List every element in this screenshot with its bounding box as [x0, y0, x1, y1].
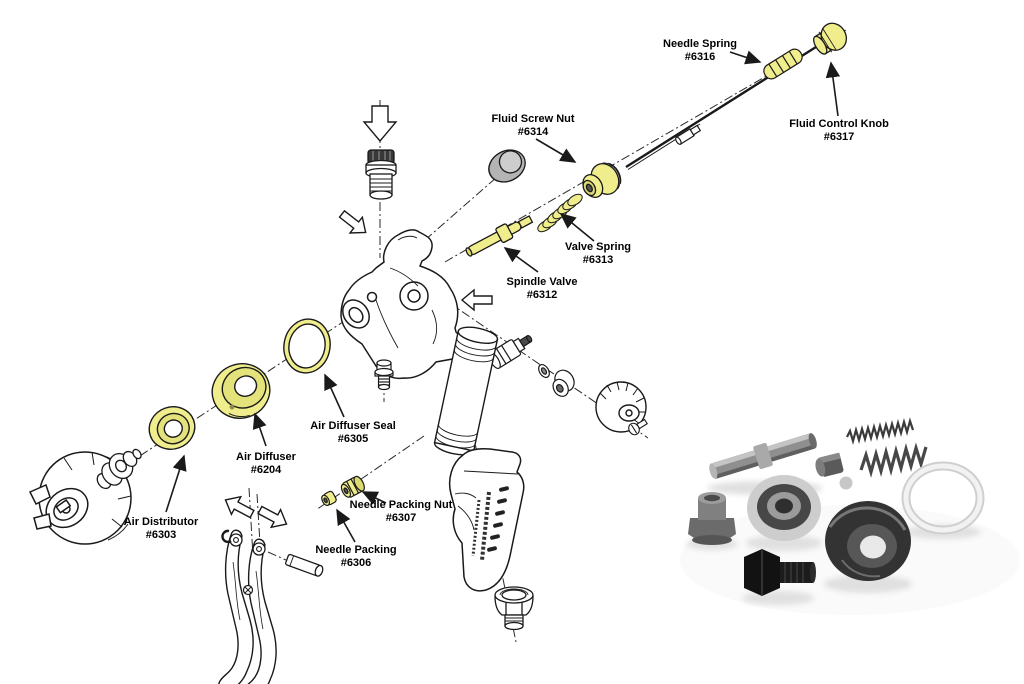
handle-grip	[448, 448, 525, 592]
part-number: #6317	[823, 131, 855, 144]
part-number: #6316	[684, 51, 716, 64]
label-air-distributor: Air Distributor #6303	[124, 516, 199, 542]
cup-adapter	[494, 586, 534, 631]
part-name: Valve Spring	[564, 241, 632, 253]
direction-arrows	[224, 105, 493, 529]
small-spring-photo	[846, 417, 915, 445]
label-air-diffuser: Air Diffuser #6204	[236, 451, 296, 477]
label-fluid-control-knob: Fluid Control Knob #6317	[789, 118, 889, 144]
label-needle-spring: Needle Spring #6316	[663, 38, 737, 64]
part-number: #6313	[582, 254, 614, 267]
needle-spring-part	[763, 48, 803, 80]
body-bottom-fitting	[374, 359, 394, 391]
label-needle-packing-nut: Needle Packing Nut #6307	[350, 499, 453, 525]
part-name: Needle Packing Nut	[349, 499, 453, 511]
part-name: Fluid Screw Nut	[491, 113, 575, 125]
barrel-tube	[433, 326, 499, 456]
part-number: #6204	[250, 464, 282, 477]
air-adjust-knob	[595, 381, 647, 433]
part-number: #6306	[340, 557, 372, 570]
large-spring-photo	[859, 442, 928, 478]
set-screw	[628, 418, 648, 436]
needle-packing-nut-part	[340, 475, 365, 498]
up-left-arrow-icon	[224, 495, 255, 519]
seal-disc	[839, 476, 853, 490]
part-number: #6314	[517, 126, 549, 139]
air-inlet-fitting	[365, 149, 397, 200]
label-fluid-screw-nut: Fluid Screw Nut #6314	[491, 113, 574, 139]
air-valve-fitting	[487, 334, 533, 370]
valve-nut	[552, 369, 575, 397]
valve-rod	[709, 433, 817, 479]
label-spindle-valve: Spindle Valve #6312	[507, 276, 578, 302]
e-clip	[221, 529, 232, 544]
spindle-valve-part	[465, 215, 534, 257]
part-name: Needle Packing	[315, 544, 397, 556]
label-leader-arrows	[165, 50, 841, 543]
part-name: Fluid Control Knob	[789, 118, 889, 130]
fluid-screw-nut-part	[582, 162, 622, 198]
air-distributor-part	[148, 406, 196, 450]
fluid-control-knob-part	[813, 22, 848, 55]
part-number: #6312	[526, 289, 558, 302]
gun-body	[340, 229, 466, 380]
label-air-diffuser-seal: Air Diffuser Seal #6305	[310, 420, 396, 446]
left-arrow-icon	[460, 288, 493, 312]
trigger-pin	[285, 553, 324, 577]
label-valve-spring: Valve Spring #6313	[565, 241, 631, 267]
packing-nut-photo	[688, 492, 736, 545]
part-number: #6307	[385, 512, 417, 525]
part-number: #6303	[145, 529, 177, 542]
washer	[538, 364, 550, 378]
retainer-cup	[825, 501, 911, 581]
part-name: Air Distributor	[123, 516, 199, 528]
down-right-arrow-icon	[257, 505, 288, 529]
part-name: Air Diffuser	[236, 451, 296, 463]
part-number: #6305	[337, 433, 369, 446]
air-diffuser-seal-part	[283, 318, 331, 374]
part-name: Needle Spring	[663, 38, 737, 50]
o-ring-photo	[901, 461, 985, 535]
trigger	[218, 529, 277, 684]
hex-bolt	[744, 549, 816, 596]
repair-kit-photo	[680, 417, 1020, 615]
bearing-washer	[747, 475, 821, 541]
end-cap	[488, 149, 526, 183]
down-right-arrow-icon	[338, 209, 367, 234]
packing-cylinder	[815, 452, 844, 477]
fluid-nozzle	[96, 448, 142, 490]
part-name: Air Diffuser Seal	[310, 420, 396, 432]
label-needle-packing: Needle Packing #6306	[315, 544, 396, 570]
part-name: Spindle Valve	[506, 276, 578, 288]
down-arrow-icon	[362, 105, 398, 143]
air-diffuser-part	[211, 363, 271, 419]
needle-packing-part	[321, 490, 337, 507]
